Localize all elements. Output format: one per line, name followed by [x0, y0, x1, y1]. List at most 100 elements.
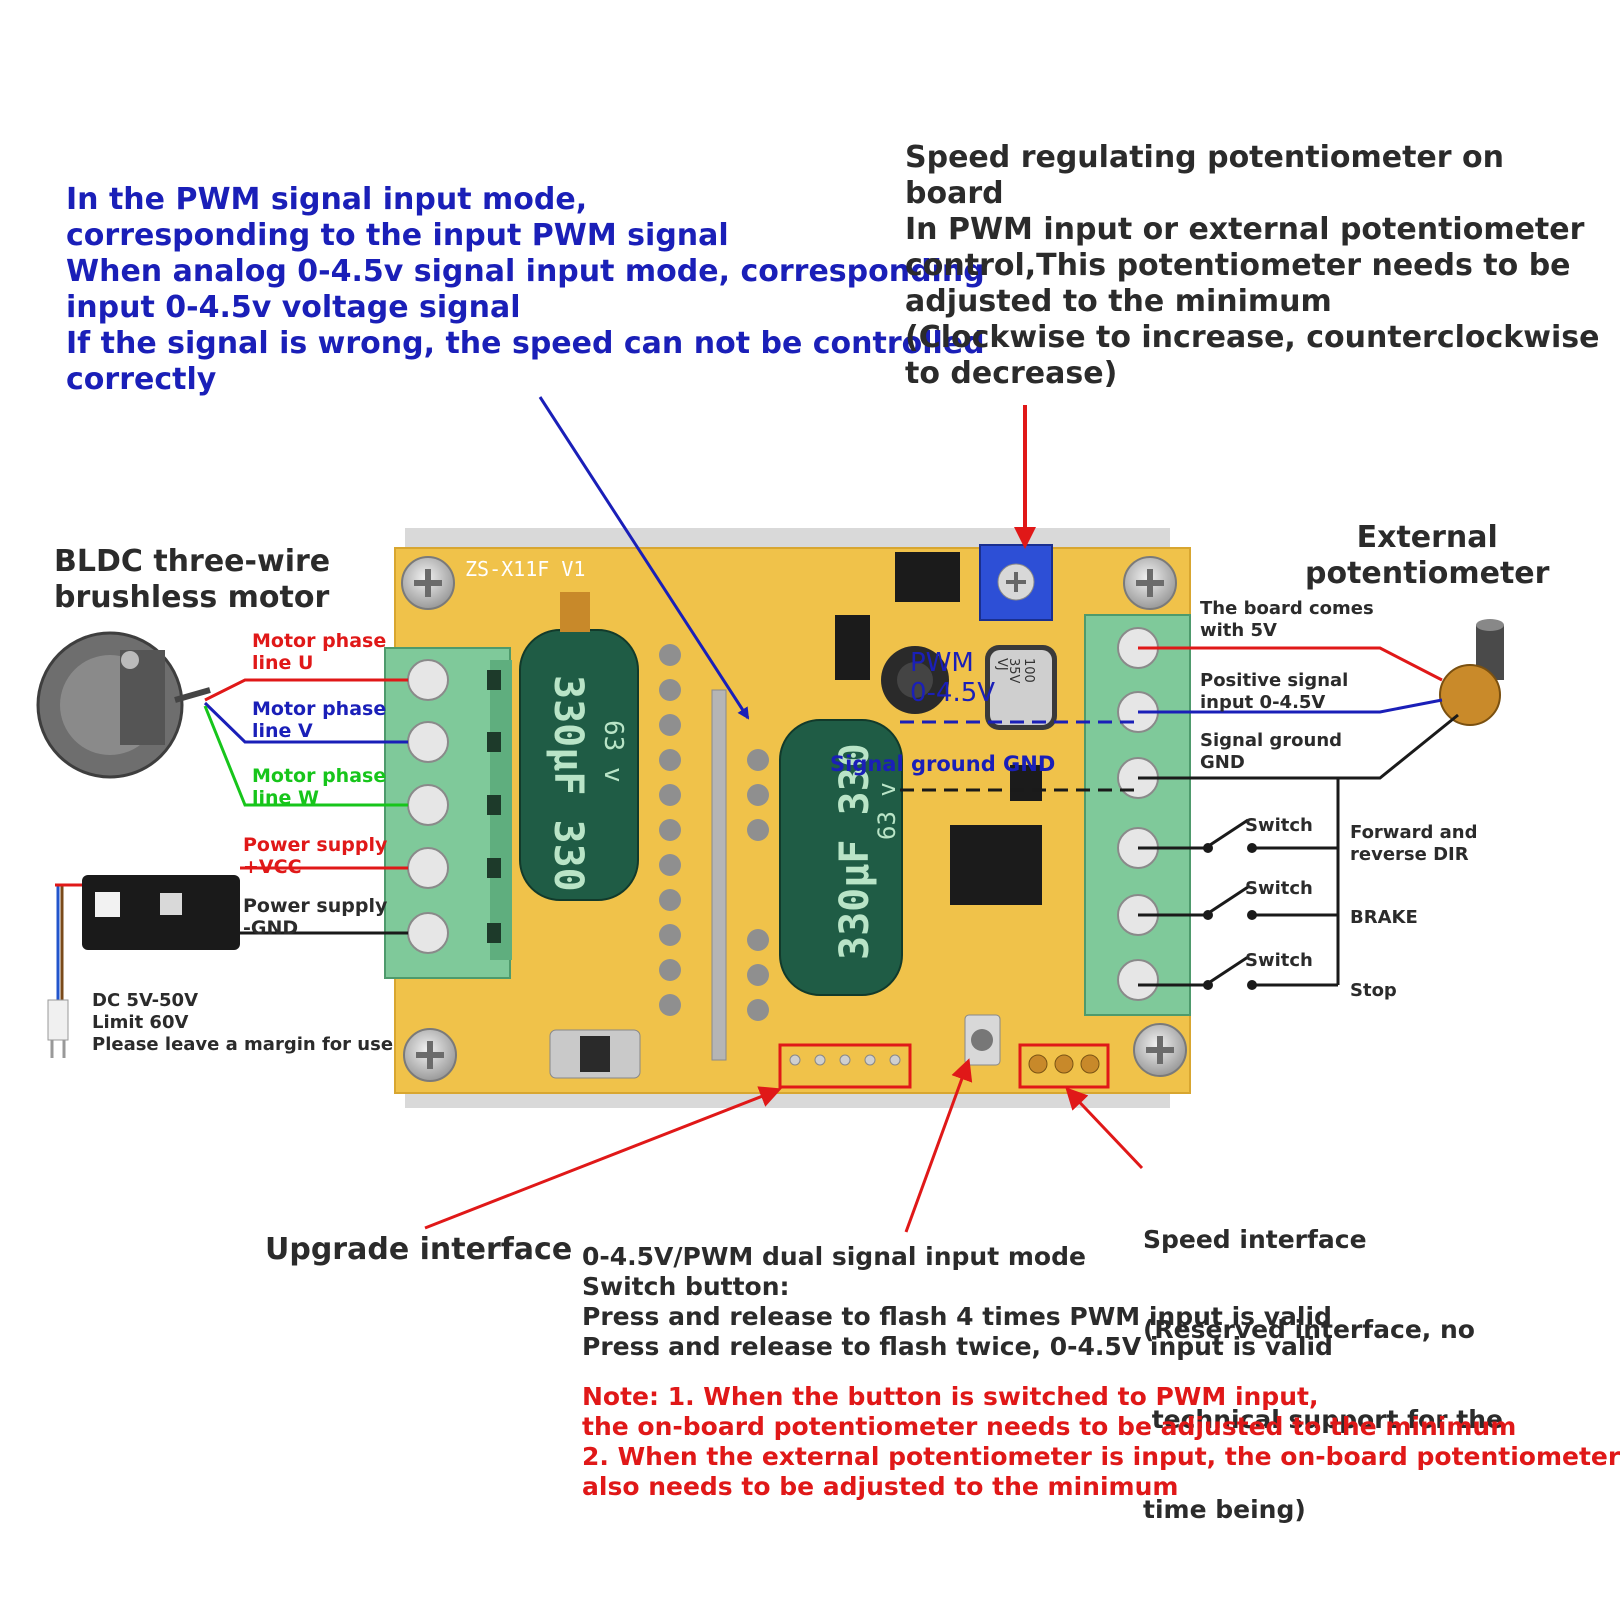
motor-wires: [203, 678, 408, 807]
warning-note: Note: 1. When the button is switched to …: [582, 1382, 1620, 1502]
signal-ground-label: Signal ground GND: [1200, 730, 1342, 774]
motor-title: BLDC three-wire brushless motor: [54, 544, 330, 616]
switch-label-stop: Switch: [1245, 950, 1313, 971]
screw-icon: [403, 1028, 457, 1082]
pwm-overlay-line: PWM: [910, 648, 974, 678]
speed-interface-line: Speed interface: [1143, 1225, 1367, 1254]
pwm-arrow: [538, 396, 750, 720]
mode-button-arrow: [904, 1058, 973, 1233]
driver-ic: [950, 825, 1042, 905]
phase-w-line: Motor phase: [252, 765, 387, 787]
speed-interface-note: Speed interface (Reserved interface, no …: [1143, 1165, 1503, 1555]
power-spec-line: DC 5V-50V: [92, 990, 199, 1011]
onboard-pot-note: Speed regulating potentiometer on board …: [905, 140, 1599, 392]
right-terminal-block: [1084, 614, 1191, 1016]
pwm-note-line: When analog 0-4.5v signal input mode, co…: [66, 254, 985, 289]
switch-contacts: [1203, 843, 1257, 990]
onboard-pot-line: control,This potentiometer needs to be: [905, 248, 1571, 283]
power-vcc-line: +VCC: [243, 856, 302, 878]
mosfet-pads: [659, 644, 769, 1021]
dir-line: reverse DIR: [1350, 844, 1469, 865]
mode-button-line: Press and release to flash 4 times PWM i…: [582, 1302, 1332, 1331]
inductor: [881, 646, 949, 714]
screw-icon: [1133, 1023, 1187, 1077]
pwm-note-line: If the signal is wrong, the speed can no…: [66, 326, 985, 361]
left-terminal-block: [384, 647, 512, 979]
external-potentiometer-icon: [1439, 619, 1504, 726]
phase-v-label: Motor phase line V: [252, 698, 386, 742]
signal-input-line: input 0-4.5V: [1200, 692, 1326, 713]
power-gnd-line: Power supply: [243, 895, 388, 917]
speed-interface-line: time being): [1143, 1495, 1306, 1524]
small-cap-value: 100: [1021, 658, 1036, 683]
cap-left-label: 330µF 330: [545, 675, 591, 892]
onboard-pot-line: In PWM input or external potentiometer: [905, 212, 1585, 247]
signal-input-label: Positive signal input 0-4.5V: [1200, 670, 1348, 714]
onboard-pot-line: to decrease): [905, 356, 1118, 391]
stop-label: Stop: [1350, 980, 1397, 1001]
switch-label-dir: Switch: [1245, 815, 1313, 836]
pwm-note-line: input 0-4.5v voltage signal: [66, 290, 521, 325]
speed-interface-header: [1018, 1043, 1110, 1089]
power-spec: DC 5V-50V Limit 60V Please leave a margi…: [92, 990, 393, 1056]
power-vcc-label: Power supply +VCC: [243, 834, 387, 878]
warning-line: also needs to be adjusted to the minimum: [582, 1472, 1179, 1501]
cap-left-rating: 63 v: [598, 720, 628, 783]
dir-line: Forward and: [1350, 822, 1478, 843]
speed-interface-line: (Reserved interface, no: [1143, 1315, 1475, 1344]
chip: [895, 552, 960, 602]
external-pot-title-line: External: [1356, 520, 1498, 555]
phase-w-label: Motor phase line W: [252, 765, 386, 809]
pwm-overlay-label: PWM 0-4.5V: [910, 648, 995, 708]
phase-u-line: Motor phase: [252, 630, 387, 652]
mode-button-icon: [964, 1014, 1001, 1066]
cap-center-rating: 63 v: [873, 782, 901, 840]
warning-line: the on-board potentiometer needs to be a…: [582, 1412, 1517, 1441]
onboard-pot-line: board: [905, 176, 1004, 211]
signal-ground-line: GND: [1200, 752, 1245, 773]
mode-button-line: Press and release to flash twice, 0-4.5V…: [582, 1332, 1333, 1361]
power-gnd-label: Power supply -GND: [243, 895, 387, 939]
external-pot-title-line: potentiometer: [1305, 556, 1550, 591]
dir-label: Forward and reverse DIR: [1350, 822, 1477, 866]
brake-label: BRAKE: [1350, 907, 1418, 928]
speed-interface-line: technical support for the: [1143, 1405, 1503, 1434]
onboard-pot-line: (Clockwise to increase, counterclockwise: [905, 320, 1600, 355]
small-cap-code: VJ: [994, 658, 1009, 671]
switch-label-brake: Switch: [1245, 878, 1313, 899]
mode-button-line: Switch button:: [582, 1272, 790, 1301]
capacitor-center: [779, 719, 903, 996]
switch-wires: [1138, 778, 1340, 987]
external-pot-title: External potentiometer: [1305, 520, 1549, 592]
screw-icon: [401, 556, 455, 610]
pwm-overlay-line: 0-4.5V: [910, 678, 996, 708]
five-v-line: The board comes: [1200, 598, 1374, 619]
upgrade-header: [778, 1043, 912, 1089]
five-v-line: with 5V: [1200, 620, 1277, 641]
small-capacitor: [985, 645, 1057, 730]
upgrade-interface-label: Upgrade interface: [265, 1232, 573, 1267]
motor-title-line: BLDC three-wire: [54, 544, 331, 579]
signal-ground-overlay: Signal ground GND: [830, 752, 1056, 776]
mode-button-line: 0-4.5V/PWM dual signal input mode: [582, 1242, 1086, 1271]
phase-u-label: Motor phase line U: [252, 630, 386, 674]
regulator: [1010, 765, 1042, 801]
small-cap-voltage: 35V: [1006, 658, 1021, 684]
warning-line: Note: 1. When the button is switched to …: [582, 1382, 1319, 1411]
onboard-potentiometer-icon: [979, 544, 1053, 621]
pwm-note-line: correctly: [66, 362, 217, 397]
power-vcc-line: Power supply: [243, 834, 388, 856]
screw-icon: [1123, 556, 1177, 610]
signal-ground-line: Signal ground: [1200, 730, 1343, 751]
capacitor-left: [519, 592, 639, 901]
warning-line: 2. When the external potentiometer is in…: [582, 1442, 1620, 1471]
power-adapter-icon: [47, 875, 240, 1058]
power-gnd-line: -GND: [243, 917, 299, 939]
motor-title-line: brushless motor: [54, 580, 330, 615]
power-spec-line: Please leave a margin for use: [92, 1034, 394, 1055]
signal-input-line: Positive signal: [1200, 670, 1349, 691]
cap-center-label: 330µF 330: [832, 743, 878, 960]
five-v-label: The board comes with 5V: [1200, 598, 1374, 642]
